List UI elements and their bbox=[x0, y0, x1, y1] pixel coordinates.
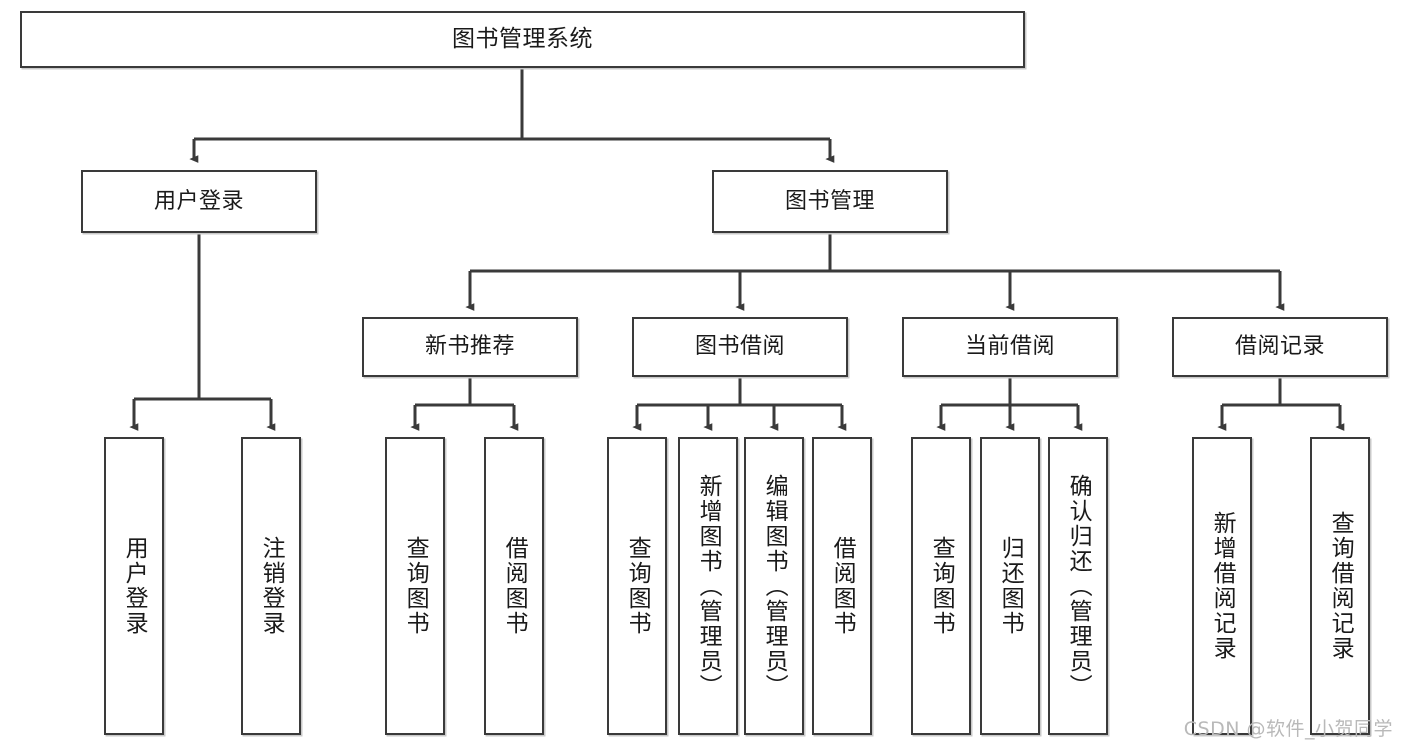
node-leaf-add-book-admin[interactable]: 新增图书（管理员） bbox=[678, 437, 738, 735]
node-leaf-user-login[interactable]: 用户登录 bbox=[104, 437, 164, 735]
node-label: 确认归还（管理员） bbox=[1065, 473, 1092, 699]
node-leaf-query-book-recommend[interactable]: 查询图书 bbox=[385, 437, 445, 735]
node-label: 借阅图书 bbox=[501, 536, 528, 636]
node-current-borrow[interactable]: 当前借阅 bbox=[902, 317, 1118, 377]
node-label: 编辑图书（管理员） bbox=[761, 473, 788, 699]
node-leaf-borrow-book-recommend[interactable]: 借阅图书 bbox=[484, 437, 544, 735]
node-borrow-record[interactable]: 借阅记录 bbox=[1172, 317, 1388, 377]
node-label: 查询图书 bbox=[402, 536, 429, 636]
node-book-management[interactable]: 图书管理 bbox=[712, 170, 948, 233]
node-label: 借阅记录 bbox=[1234, 334, 1325, 360]
node-label: 图书管理 bbox=[784, 188, 875, 214]
node-leaf-return-book[interactable]: 归还图书 bbox=[980, 437, 1040, 735]
node-leaf-query-book-borrow[interactable]: 查询图书 bbox=[607, 437, 667, 735]
node-label: 借阅图书 bbox=[829, 536, 856, 636]
node-label: 图书借阅 bbox=[694, 334, 785, 360]
node-new-book-recommend[interactable]: 新书推荐 bbox=[362, 317, 578, 377]
node-root-book-management-system[interactable]: 图书管理系统 bbox=[20, 11, 1025, 68]
node-label: 归还图书 bbox=[997, 536, 1024, 636]
node-label: 新书推荐 bbox=[424, 334, 515, 360]
watermark-text: CSDN @软件_小贺同学 bbox=[1183, 718, 1393, 740]
node-label: 用户登录 bbox=[121, 536, 148, 636]
node-label: 查询借阅记录 bbox=[1327, 511, 1354, 661]
node-book-borrow[interactable]: 图书借阅 bbox=[632, 317, 848, 377]
node-label: 用户登录 bbox=[153, 188, 244, 214]
node-leaf-logout-login[interactable]: 注销登录 bbox=[241, 437, 301, 735]
node-label: 查询图书 bbox=[928, 536, 955, 636]
node-leaf-query-borrow-record[interactable]: 查询借阅记录 bbox=[1310, 437, 1370, 735]
node-user-login[interactable]: 用户登录 bbox=[81, 170, 317, 233]
node-label: 图书管理系统 bbox=[452, 25, 593, 52]
node-leaf-confirm-return-admin[interactable]: 确认归还（管理员） bbox=[1048, 437, 1108, 735]
node-label: 新增图书（管理员） bbox=[695, 473, 722, 699]
node-leaf-query-book-current[interactable]: 查询图书 bbox=[911, 437, 971, 735]
node-label: 新增借阅记录 bbox=[1209, 511, 1236, 661]
node-leaf-borrow-book[interactable]: 借阅图书 bbox=[812, 437, 872, 735]
node-label: 查询图书 bbox=[624, 536, 651, 636]
node-label: 当前借阅 bbox=[964, 334, 1055, 360]
node-leaf-edit-book-admin[interactable]: 编辑图书（管理员） bbox=[744, 437, 804, 735]
node-label: 注销登录 bbox=[258, 536, 285, 636]
node-leaf-add-borrow-record[interactable]: 新增借阅记录 bbox=[1192, 437, 1252, 735]
